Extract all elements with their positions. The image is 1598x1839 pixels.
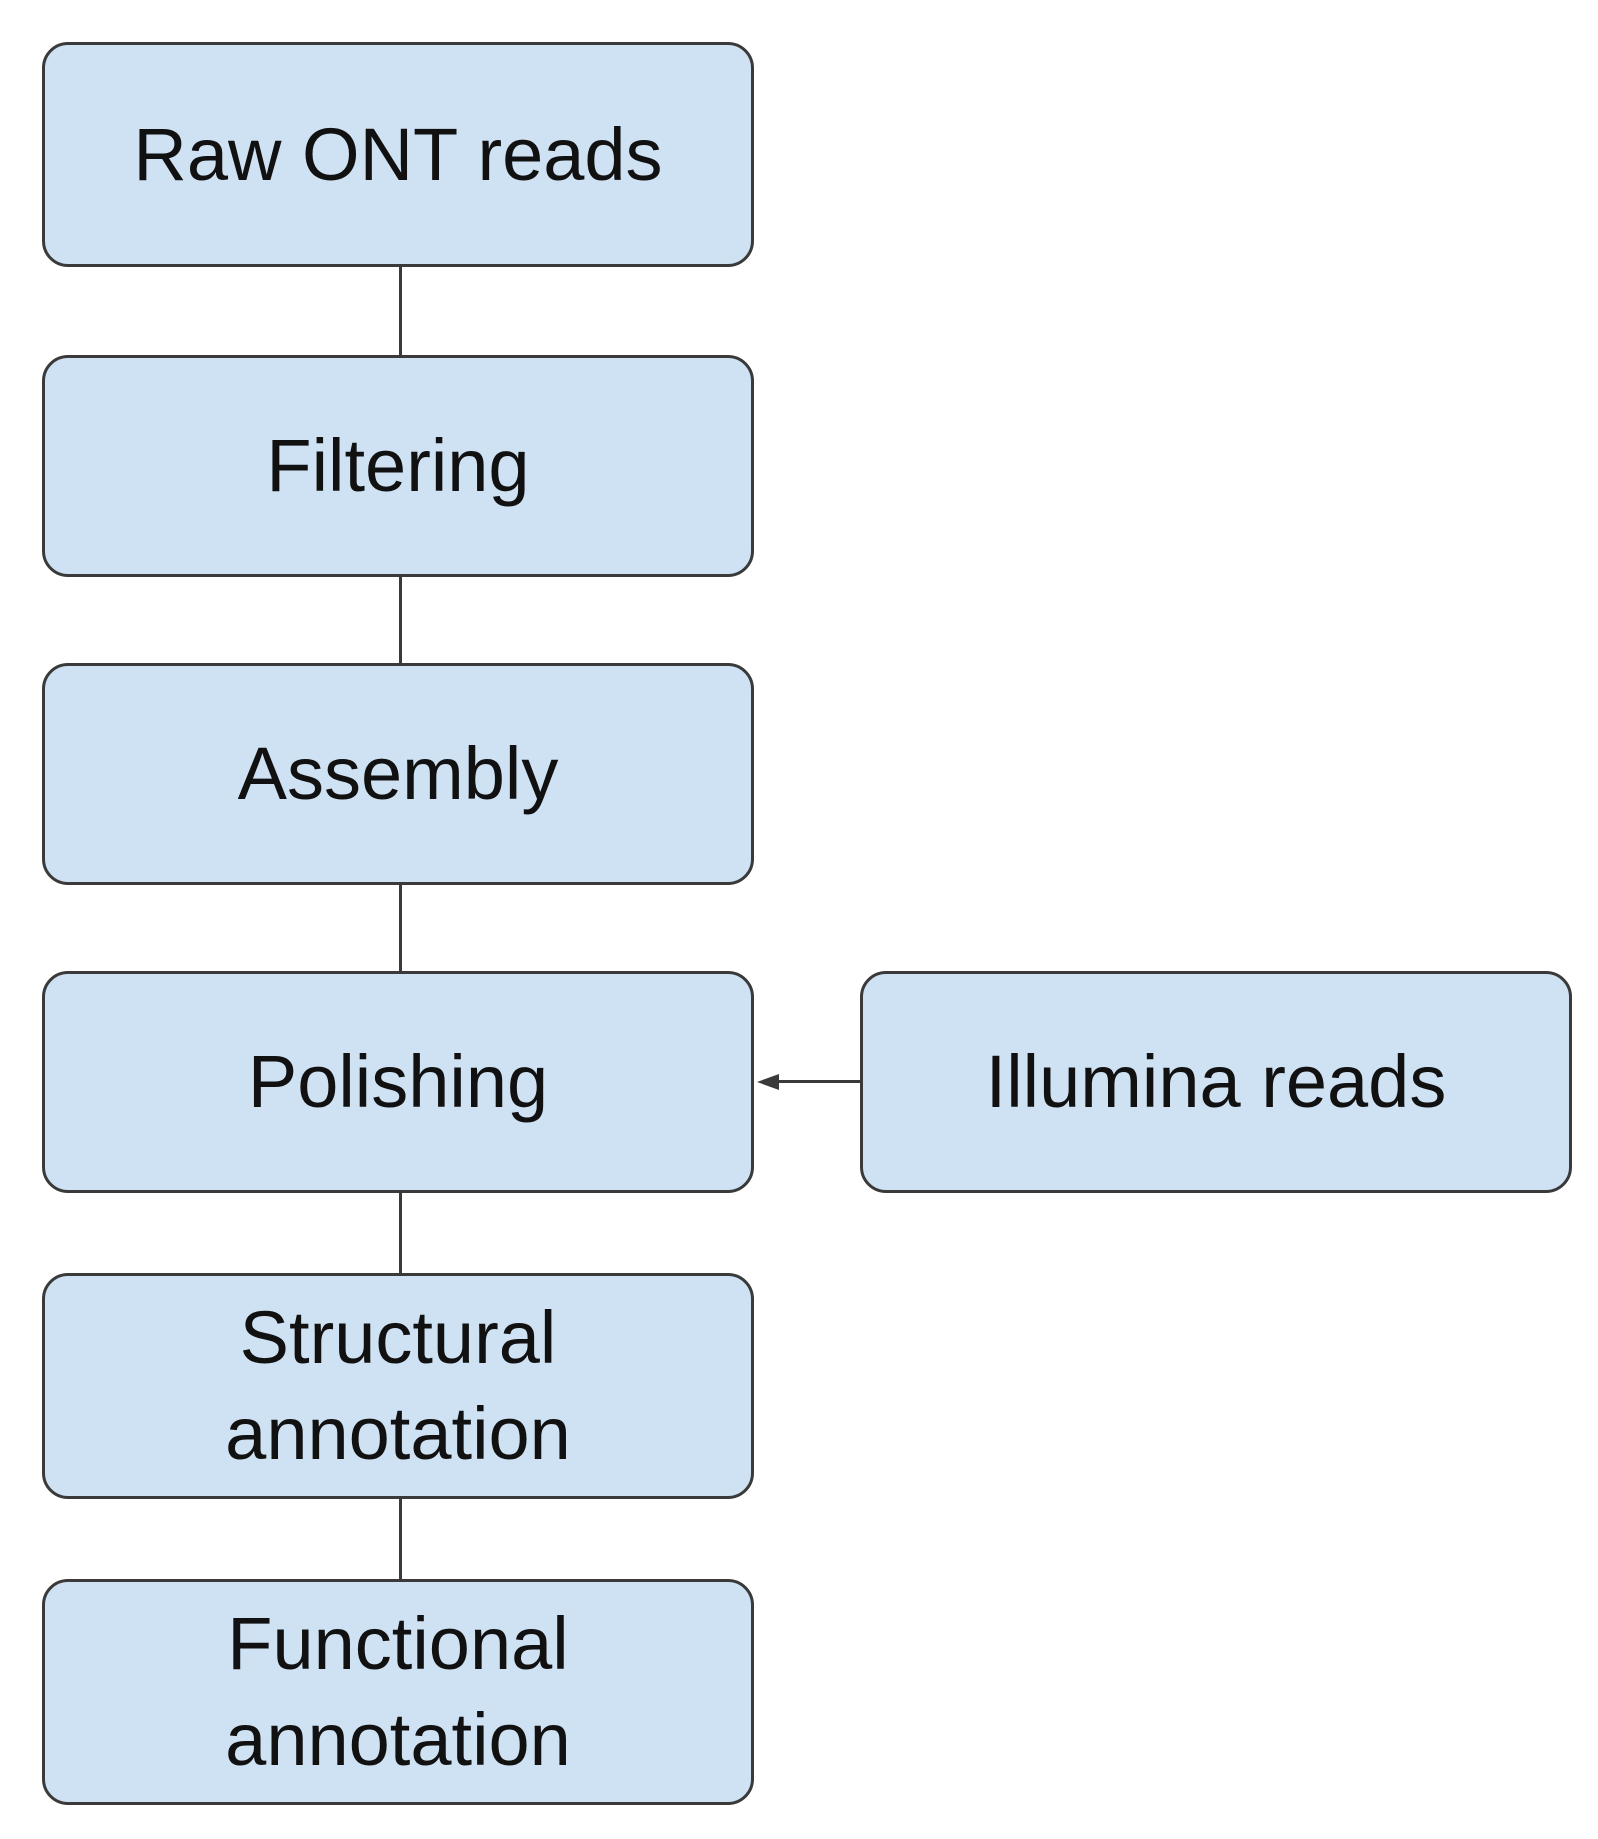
node-label: Structural annotation <box>225 1296 571 1475</box>
connector-filtering-to-assembly <box>399 576 402 664</box>
node-illumina-reads: Illumina reads <box>860 971 1572 1193</box>
node-label: Filtering <box>266 424 530 507</box>
connector-assembly-to-polishing <box>399 884 402 972</box>
node-label: Assembly <box>237 732 559 815</box>
node-label: Polishing <box>247 1040 549 1123</box>
node-label: Functional annotation <box>225 1602 571 1781</box>
node-structural-annotation: Structural annotation <box>42 1273 754 1499</box>
arrow-head-icon <box>757 1074 779 1090</box>
node-functional-annotation: Functional annotation <box>42 1579 754 1805</box>
node-label: Illumina reads <box>985 1040 1447 1123</box>
node-filtering: Filtering <box>42 355 754 577</box>
connector-raw-to-filtering <box>399 266 402 356</box>
node-raw-ont-reads: Raw ONT reads <box>42 42 754 267</box>
connector-structural-to-functional <box>399 1498 402 1580</box>
node-label: Raw ONT reads <box>133 112 663 196</box>
connector-polishing-to-structural <box>399 1192 402 1274</box>
node-assembly: Assembly <box>42 663 754 885</box>
node-polishing: Polishing <box>42 971 754 1193</box>
connector-illumina-to-polishing <box>770 1080 862 1083</box>
